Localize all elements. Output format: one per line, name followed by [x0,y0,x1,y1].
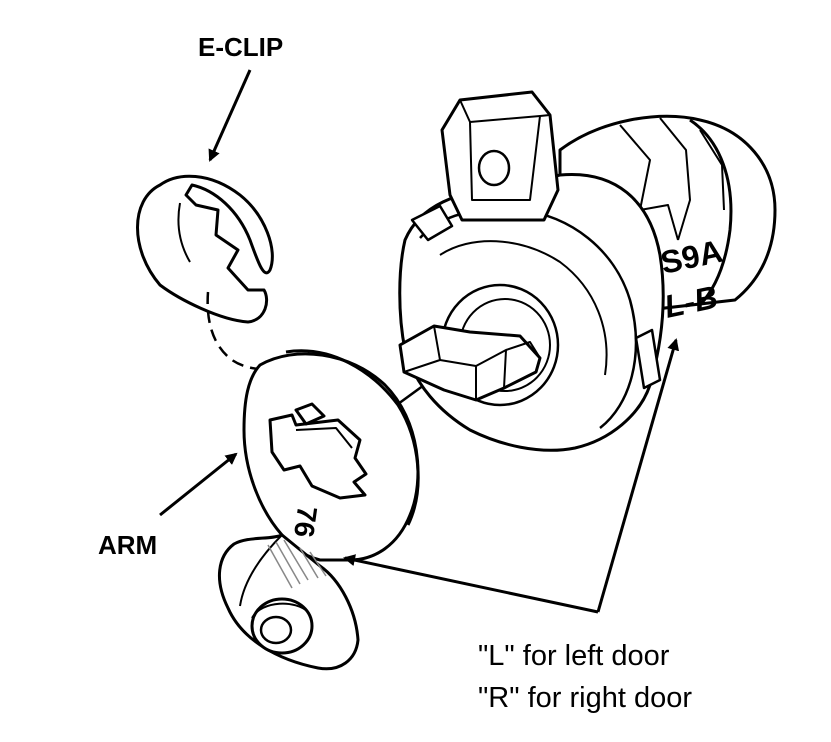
e-clip-label: E-CLIP [198,32,284,62]
arm-label: ARM [98,530,158,560]
marking-arrow-to-cylinder [596,338,680,613]
arm [217,349,420,671]
right-door-note: "R" for right door [478,682,693,714]
marking-arrow-to-arm [343,554,599,614]
left-door-note: "L" for left door [478,640,670,672]
e-clip [136,174,274,324]
arm-marking: 76 [288,504,323,539]
eclip-arrow [208,69,252,162]
lock-cylinder [398,90,777,452]
callout-arrows [159,69,680,614]
arm-arrow [159,452,238,517]
